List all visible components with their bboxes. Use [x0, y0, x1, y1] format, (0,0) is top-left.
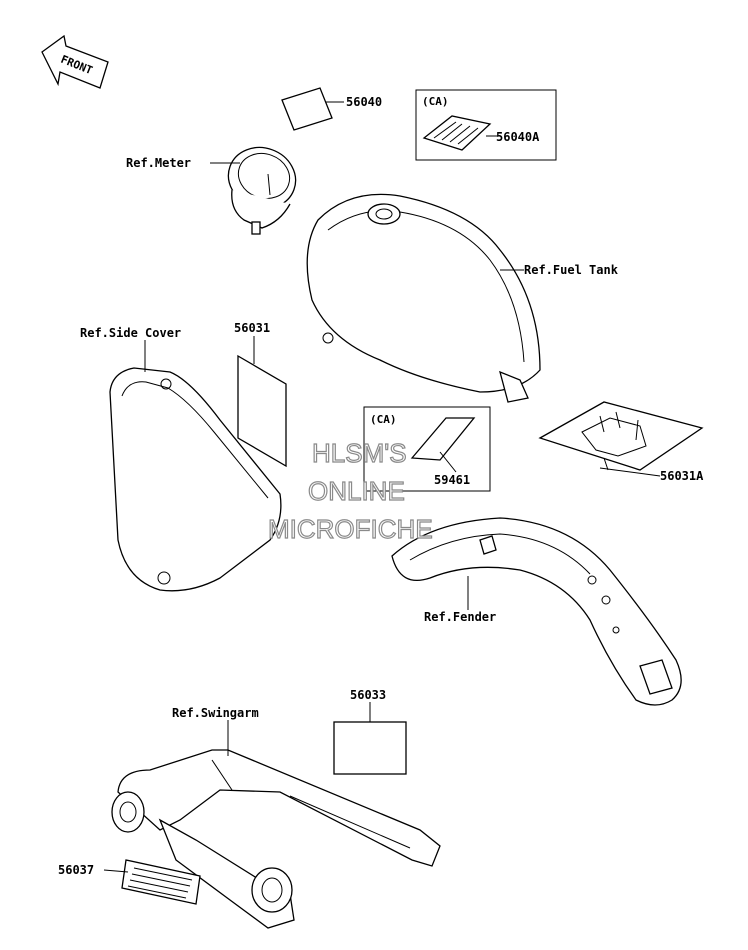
label-56031[interactable]: 56031: [234, 321, 287, 468]
ref-meter-label: Ref.Meter: [126, 156, 191, 170]
ca-box-56040a[interactable]: (CA) 56040A: [415, 89, 557, 161]
meter-icon[interactable]: Ref.Meter: [126, 138, 304, 235]
watermark-line-3: MICROFICHE: [268, 514, 433, 544]
part-number-56037: 56037: [58, 863, 94, 877]
ref-side-cover-label: Ref.Side Cover: [80, 326, 181, 340]
ca-label-top: (CA): [422, 95, 449, 108]
watermark-line-2: ONLINE: [308, 476, 405, 506]
ref-fuel-tank-label: Ref.Fuel Tank: [524, 263, 619, 277]
part-number-56031: 56031: [234, 321, 270, 335]
label-56031a[interactable]: 56031A: [538, 401, 704, 483]
ref-swingarm-label: Ref.Swingarm: [172, 706, 259, 720]
ca-box-59461[interactable]: (CA) 59461: [363, 406, 491, 492]
side-cover-icon[interactable]: Ref.Side Cover: [80, 326, 282, 592]
ref-fender-label: Ref.Fender: [424, 610, 496, 624]
swingarm-icon[interactable]: Ref.Swingarm: [111, 706, 441, 929]
part-number-56040: 56040: [346, 95, 382, 109]
part-number-56031a: 56031A: [660, 469, 704, 483]
fender-icon[interactable]: Ref.Fender: [391, 517, 682, 706]
part-number-56033: 56033: [350, 688, 386, 702]
front-arrow-icon: FRONT: [41, 34, 109, 89]
fuel-tank-icon[interactable]: Ref.Fuel Tank: [306, 193, 619, 403]
part-number-56040a: 56040A: [496, 130, 540, 144]
watermark: HLSM'S ONLINE MICROFICHE: [267, 437, 433, 544]
label-56033[interactable]: 56033: [333, 688, 407, 775]
watermark-line-1: HLSM'S: [312, 438, 407, 468]
ca-label-middle: (CA): [370, 413, 397, 426]
part-number-59461: 59461: [434, 473, 470, 487]
label-56040[interactable]: 56040: [281, 87, 382, 131]
label-56037[interactable]: 56037: [58, 859, 201, 905]
